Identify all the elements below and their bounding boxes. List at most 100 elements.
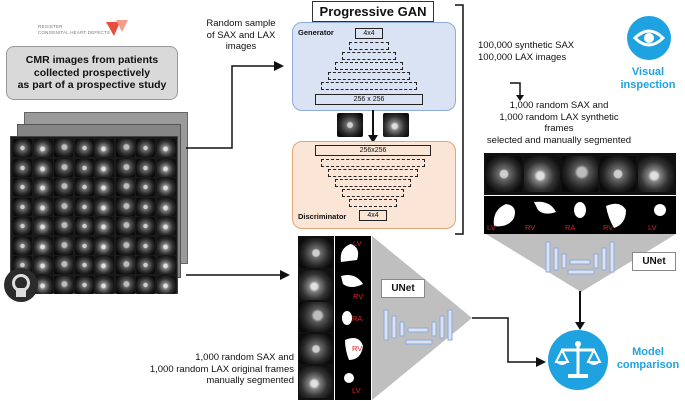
syn-seg-label-3: RA bbox=[565, 223, 576, 232]
model-line-1: Model bbox=[632, 346, 664, 358]
cmr-thumbnail bbox=[156, 256, 176, 274]
logo-line-1: REGISTER bbox=[38, 24, 63, 29]
gen-layer-6 bbox=[321, 82, 417, 90]
gen-to-disc-arrow bbox=[368, 110, 378, 143]
cmr-thumbnail bbox=[33, 158, 53, 177]
discriminator-box: 256x256 Discriminator 4x4 bbox=[292, 141, 456, 229]
cmr-thumbnail bbox=[95, 256, 114, 274]
cmr-thumbnail bbox=[136, 217, 155, 235]
scales-icon bbox=[548, 330, 608, 390]
unet-bottom-funnel bbox=[372, 236, 472, 400]
original-segmentation-column: LV RV RA RV LV bbox=[335, 236, 371, 400]
cmr-thumbnail bbox=[115, 178, 135, 196]
cmr-thumbnail bbox=[13, 217, 32, 235]
random-sample-line-3: images bbox=[225, 41, 257, 52]
register-logo: REGISTER CONGENITAL HEART DEFECTS bbox=[38, 18, 128, 40]
unet-top-label: UNet bbox=[632, 252, 676, 271]
cmr-thumbnail bbox=[54, 256, 73, 274]
cmr-thumbnail bbox=[74, 139, 94, 157]
model-line-2: comparison bbox=[616, 359, 680, 371]
cmr-line-2: collected prospectively bbox=[33, 66, 151, 79]
visual-line-2: inspection bbox=[620, 79, 676, 91]
eye-icon bbox=[627, 16, 671, 60]
disc-layer-3 bbox=[328, 169, 418, 177]
synthetic-mri-strip bbox=[484, 153, 676, 195]
gen-layer-4x4: 4x4 bbox=[355, 28, 383, 39]
cmr-thumbnail bbox=[95, 178, 114, 196]
cmr-thumbnail bbox=[136, 275, 155, 294]
cmr-thumbnail bbox=[136, 256, 155, 274]
cmr-thumbnail bbox=[13, 158, 32, 177]
synthetic-frames-line-3: selected and manually segmented bbox=[486, 134, 632, 146]
discriminator-label: Discriminator bbox=[298, 212, 347, 221]
cmr-thumbnail bbox=[115, 139, 135, 157]
cmr-thumbnail bbox=[33, 217, 53, 235]
cmr-thumbnail bbox=[74, 158, 94, 177]
synthetic-frames-line-2: 1,000 random LAX synthetic frames bbox=[499, 111, 619, 135]
cmr-thumbnail bbox=[136, 158, 155, 177]
cmr-thumbnail bbox=[156, 275, 176, 294]
cmr-thumbnail bbox=[156, 139, 176, 157]
cmr-thumbnail bbox=[13, 236, 32, 255]
grid-to-gan-arrow bbox=[186, 61, 284, 149]
gen-layer-4 bbox=[335, 62, 403, 70]
disc-layer-4x4: 4x4 bbox=[359, 210, 387, 221]
random-sample-line-1: Random sample bbox=[206, 18, 276, 29]
synthetic-frames-line-1: 1,000 random SAX and bbox=[509, 100, 609, 111]
cmr-thumbnail bbox=[74, 178, 94, 196]
cmr-thumbnail bbox=[54, 139, 73, 157]
synthetic-images-note: 100,000 synthetic SAX 100,000 LAX images bbox=[478, 40, 588, 63]
cmr-thumbnail bbox=[54, 158, 73, 177]
visual-line-1: Visual bbox=[631, 66, 665, 78]
generator-box: Generator 4x4 256 x 256 bbox=[292, 22, 456, 111]
cmr-thumbnail bbox=[54, 236, 73, 255]
gen-layer-5 bbox=[328, 72, 410, 80]
cmr-thumbnail bbox=[115, 197, 135, 216]
orig-seg-label-4: RV bbox=[352, 344, 363, 353]
cmr-thumbnail bbox=[13, 139, 32, 157]
orig-seg-label-2: RV bbox=[353, 292, 364, 301]
unet-top-arrow bbox=[575, 291, 585, 330]
unet-bottom-label: UNet bbox=[381, 279, 425, 298]
cmr-thumbnail bbox=[54, 275, 73, 294]
cmr-thumbnail bbox=[74, 217, 94, 235]
cmr-thumbnail bbox=[33, 275, 53, 294]
synthetic-line-1: 100,000 synthetic SAX bbox=[478, 40, 575, 51]
original-frames-line-1: 1,000 random SAX and bbox=[195, 352, 294, 363]
cmr-thumbnail bbox=[156, 236, 176, 255]
cmr-thumbnail bbox=[95, 197, 114, 216]
cmr-thumbnail bbox=[136, 236, 155, 255]
logo-line-2: CONGENITAL HEART DEFECTS bbox=[38, 30, 111, 35]
orig-seg-label-5: LV bbox=[352, 386, 361, 395]
syn-seg-label-5: LV bbox=[648, 223, 657, 232]
disc-layer-4 bbox=[335, 179, 411, 187]
original-frames-line-2: 1,000 random LAX original frames bbox=[149, 363, 294, 375]
cmr-thumbnail bbox=[115, 217, 135, 235]
synthetic-frames-note: 1,000 random SAX and 1,000 random LAX sy… bbox=[484, 100, 634, 146]
cmr-thumbnail bbox=[13, 178, 32, 196]
heart-logo-icon bbox=[106, 20, 128, 36]
cmr-thumbnail bbox=[156, 197, 176, 216]
random-sample-note: Random sample of SAX and LAX images bbox=[196, 18, 286, 53]
cmr-source-box: CMR images from patients collected prosp… bbox=[6, 46, 178, 100]
cmr-thumbnail bbox=[136, 178, 155, 196]
random-sample-line-2: of SAX and LAX bbox=[206, 29, 276, 41]
cmr-line-1: CMR images from patients bbox=[25, 54, 159, 67]
cmr-thumbnail bbox=[54, 217, 73, 235]
gen-layer-2 bbox=[349, 42, 389, 50]
grid-sheet-front bbox=[10, 136, 178, 294]
pgan-output-bracket bbox=[455, 4, 464, 235]
cmr-thumbnail bbox=[95, 217, 114, 235]
cmr-thumbnail bbox=[156, 178, 176, 196]
cmr-thumbnail bbox=[115, 236, 135, 255]
syn-seg-label-1: LV bbox=[487, 223, 496, 232]
original-frames-note: 1,000 random SAX and 1,000 random LAX or… bbox=[138, 352, 294, 387]
cmr-thumbnail bbox=[33, 256, 53, 274]
unet-to-model-arrow bbox=[472, 317, 546, 367]
cmr-thumbnail bbox=[115, 275, 135, 294]
cmr-thumbnail bbox=[33, 197, 53, 216]
cmr-thumbnail bbox=[74, 236, 94, 255]
cmr-thumbnail bbox=[54, 197, 73, 216]
cmr-thumbnail bbox=[136, 197, 155, 216]
cmr-thumbnail bbox=[95, 139, 114, 157]
